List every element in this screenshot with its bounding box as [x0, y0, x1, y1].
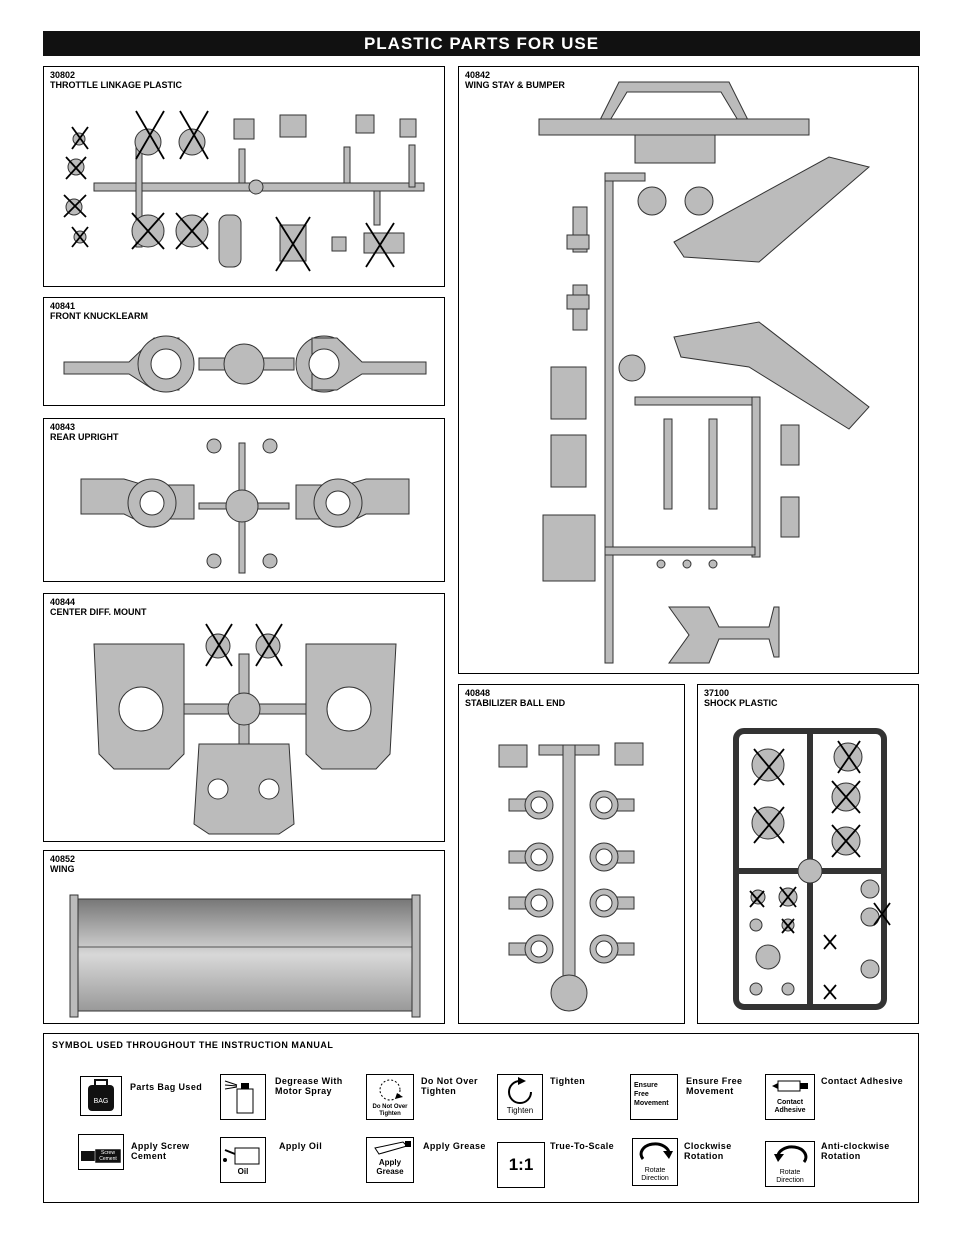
front-knucklearm-drawing	[63, 335, 427, 393]
part-code: 37100	[704, 688, 730, 698]
grease-label: Apply Grease	[423, 1141, 486, 1151]
parts-bag-label: Parts Bag Used	[130, 1082, 203, 1092]
tighten-icon-text: Tighten	[506, 1106, 534, 1115]
ensure-free-icon-text: Ensure Free Movement	[634, 1082, 669, 1107]
contact-adhesive-symbol: Contact Adhesive	[765, 1074, 815, 1120]
part-name: CENTER DIFF. MOUNT	[50, 607, 147, 617]
bag-icon-text: BAG	[93, 1098, 109, 1105]
parts-bag-symbol: BAG	[80, 1076, 122, 1116]
part-code: 40841	[50, 301, 76, 311]
scale-label: True-To-Scale	[550, 1141, 615, 1151]
page-title: PLASTIC PARTS FOR USE	[43, 31, 920, 56]
do-not-tighten-symbol: Do Not Over Tighten	[366, 1074, 414, 1120]
spray-can-icon	[224, 1080, 254, 1114]
panel-wing-stay-bumper: 40842 WING STAY & BUMPER	[458, 66, 919, 674]
part-code: 40844	[50, 597, 76, 607]
wing-stay-bumper-drawing	[538, 81, 871, 664]
oil-label: Apply Oil	[279, 1141, 323, 1151]
symbols-title: SYMBOL USED THROUGHOUT THE INSTRUCTION M…	[52, 1040, 334, 1050]
clockwise-arrow-icon	[639, 1142, 673, 1160]
contact-adhesive-icon-text: Contact Adhesive	[774, 1099, 806, 1114]
anticlockwise-label: Anti-clockwise Rotation	[821, 1141, 890, 1161]
screw-cement-symbol: Screw Cement	[78, 1134, 124, 1170]
scale-icon-text: 1:1	[508, 1155, 534, 1174]
part-code: 40848	[465, 688, 491, 698]
degrease-label: Degrease With Motor Spray	[275, 1076, 343, 1096]
part-name: WING STAY & BUMPER	[465, 80, 565, 90]
wing-drawing	[69, 894, 421, 1018]
anticlockwise-arrow-icon	[774, 1145, 808, 1163]
part-name: REAR UPRIGHT	[50, 432, 119, 442]
degrease-symbol	[220, 1074, 266, 1120]
clockwise-label: Clockwise Rotation	[684, 1141, 732, 1161]
grease-icon-text: Apply Grease	[376, 1158, 404, 1176]
panel-center-diff-mount: 40844 CENTER DIFF. MOUNT	[43, 593, 445, 842]
center-diff-mount-drawing	[93, 623, 397, 835]
panel-stabilizer-ball-end: 40848 STABILIZER BALL END	[458, 684, 685, 1024]
part-name: SHOCK PLASTIC	[704, 698, 778, 708]
rear-upright-drawing	[80, 438, 410, 574]
part-code: 40842	[465, 70, 491, 80]
panel-shock-plastic: 37100 SHOCK PLASTIC	[697, 684, 919, 1024]
clockwise-icon-text: Rotate Direction	[641, 1167, 669, 1182]
stabilizer-ball-end-drawing	[498, 742, 644, 1012]
symbols-legend: SYMBOL USED THROUGHOUT THE INSTRUCTION M…	[43, 1033, 919, 1203]
anticlockwise-icon-text: Rotate Direction	[776, 1169, 804, 1184]
do-not-tighten-label: Do Not Over Tighten	[421, 1076, 478, 1096]
ensure-free-symbol: Ensure Free Movement	[630, 1074, 678, 1120]
do-not-tighten-icon	[379, 1079, 403, 1101]
part-name: STABILIZER BALL END	[465, 698, 566, 708]
tighten-icon	[508, 1077, 532, 1104]
scale-symbol: 1:1	[497, 1142, 545, 1188]
do-not-tighten-icon-text: Do Not Over Tighten	[372, 1104, 408, 1117]
grease-tube-icon	[374, 1141, 411, 1155]
clockwise-symbol: Rotate Direction	[632, 1138, 678, 1186]
anticlockwise-symbol: Rotate Direction	[765, 1141, 815, 1187]
part-code: 30802	[50, 70, 76, 80]
oil-symbol: Oil	[220, 1137, 266, 1183]
tighten-label: Tighten	[550, 1076, 586, 1086]
contact-adhesive-label: Contact Adhesive	[821, 1076, 904, 1086]
part-name: WING	[50, 864, 75, 874]
grease-symbol: Apply Grease	[366, 1137, 414, 1183]
screw-cement-label: Apply Screw Cement	[131, 1141, 190, 1161]
screw-cement-icon	[81, 1148, 122, 1164]
throttle-linkage-drawing	[63, 110, 425, 272]
oil-can-icon	[223, 1147, 260, 1165]
part-code: 40843	[50, 422, 76, 432]
shock-plastic-drawing	[733, 728, 891, 1010]
panel-throttle-linkage: 30802 THROTTLE LINKAGE PLASTIC	[43, 66, 445, 287]
ensure-free-label: Ensure Free Movement	[686, 1076, 743, 1096]
screw-cement-icon-text: Screw Cement	[99, 1150, 117, 1162]
panel-front-knucklearm: 40841 FRONT KNUCKLEARM	[43, 297, 445, 406]
part-code: 40852	[50, 854, 76, 864]
adhesive-tube-icon	[772, 1080, 808, 1092]
panel-wing: 40852 WING	[43, 850, 445, 1024]
part-name: FRONT KNUCKLEARM	[50, 311, 148, 321]
tighten-symbol: Tighten	[497, 1074, 543, 1120]
bag-icon	[88, 1079, 114, 1111]
oil-icon-text: Oil	[237, 1167, 249, 1176]
part-name: THROTTLE LINKAGE PLASTIC	[50, 80, 182, 90]
panel-rear-upright: 40843 REAR UPRIGHT	[43, 418, 445, 582]
